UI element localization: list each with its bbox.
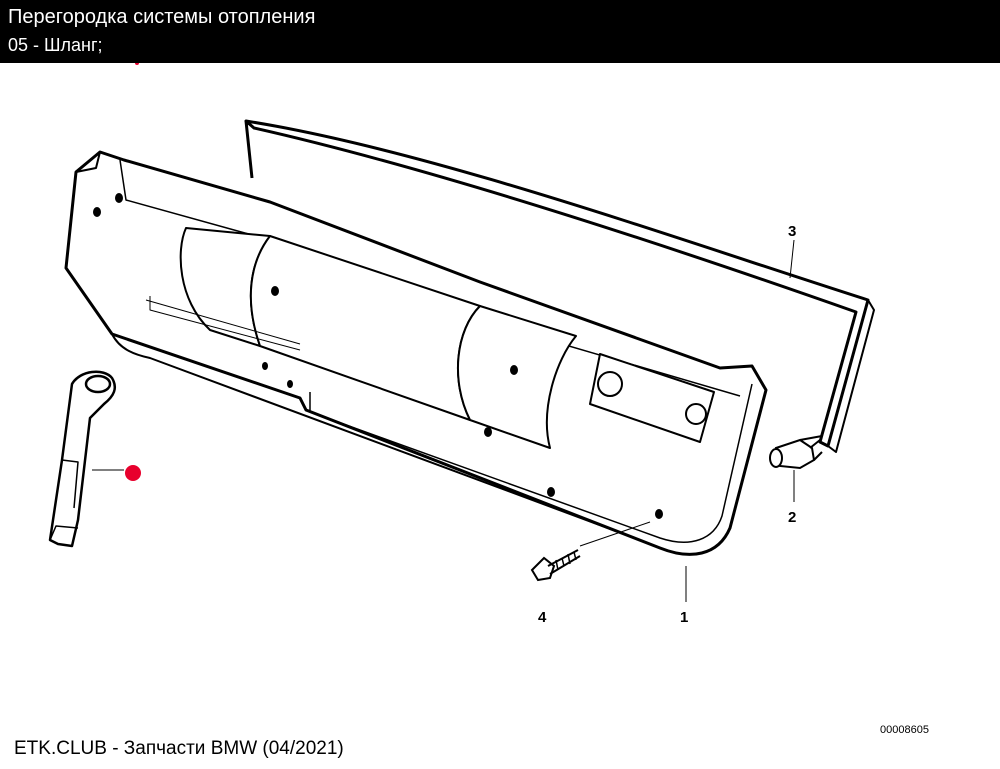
callout-3[interactable]: 3 xyxy=(788,223,796,240)
clip-part xyxy=(769,435,823,470)
leader-lines xyxy=(92,239,795,602)
callout-5[interactable]: 5 xyxy=(128,465,136,482)
callout-4[interactable]: 4 xyxy=(538,609,547,626)
partition-panel-part xyxy=(64,150,768,556)
drawing-number: 00008605 xyxy=(880,724,929,736)
header-bar: Перегородка системы отопления 05 - Шланг… xyxy=(0,0,1000,63)
callout-2[interactable]: 2 xyxy=(788,509,796,526)
callout-5-highlight xyxy=(125,465,141,481)
page-title: Перегородка системы отопления xyxy=(8,6,316,28)
parts-diagram: 3 2 1 4 5 xyxy=(48,63,875,626)
screw-part xyxy=(530,549,581,582)
small-red-dot xyxy=(135,63,139,65)
footer-caption: ETK.CLUB - Запчасти BMW (04/2021) xyxy=(14,738,344,759)
callout-1[interactable]: 1 xyxy=(680,609,688,626)
seal-frame-part xyxy=(244,119,875,453)
hose-part xyxy=(48,370,116,548)
part-subtitle: 05 - Шланг; xyxy=(8,35,103,55)
